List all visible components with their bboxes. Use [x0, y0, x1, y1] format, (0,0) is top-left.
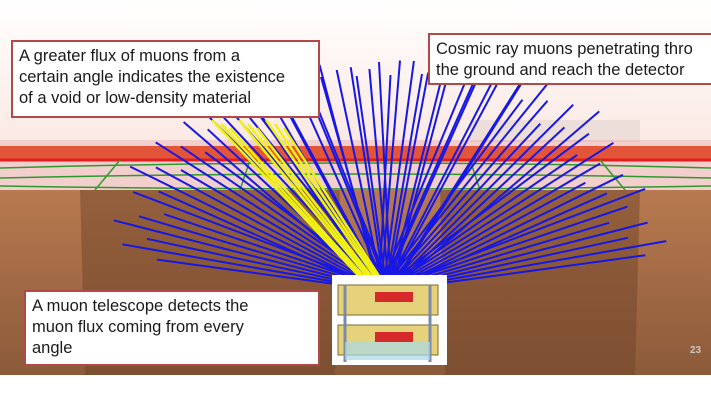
- muon-track: [378, 65, 473, 291]
- bottom-strip: [0, 375, 711, 400]
- void-callout: A greater flux of muons from a certain a…: [11, 40, 320, 118]
- muon-track: [382, 100, 549, 291]
- muon-track: [349, 67, 386, 291]
- muon-track: [180, 169, 386, 291]
- void-muon-track: [247, 123, 381, 291]
- telescope-callout: A muon telescope detects the muon flux c…: [24, 290, 320, 366]
- void-muon-track: [238, 119, 379, 291]
- muon-track: [390, 63, 452, 291]
- muon-track: [380, 154, 578, 291]
- ground-grid-lines: [0, 159, 711, 191]
- muon-track: [384, 123, 542, 291]
- muon-track: [380, 76, 554, 291]
- muon-track: [158, 190, 380, 291]
- muon-track: [388, 70, 530, 291]
- muon-telescope: [332, 275, 447, 365]
- shaft-right: [440, 190, 640, 375]
- muon-track: [155, 166, 384, 291]
- muon-track: [382, 141, 614, 291]
- void-muon-track: [273, 123, 388, 291]
- cosmic-ray-callout: Cosmic ray muons penetrating thro the gr…: [428, 33, 711, 85]
- muon-track: [386, 181, 586, 291]
- void-muon-track: [220, 123, 375, 291]
- muon-track: [386, 103, 574, 291]
- muon-track: [382, 60, 415, 291]
- void-muon-track: [264, 119, 386, 291]
- void-muon-track: [229, 127, 377, 291]
- muon-track: [384, 73, 423, 291]
- city-skyline: [470, 120, 640, 142]
- muon-track: [380, 60, 401, 291]
- void-muon-track: [256, 127, 383, 291]
- muon-track: [378, 132, 590, 291]
- muon-track: [378, 99, 524, 291]
- muon-track: [388, 126, 566, 291]
- muon-track: [355, 75, 388, 291]
- slide-number: 23: [690, 345, 702, 356]
- muon-track: [320, 76, 382, 291]
- muon-track: [378, 74, 392, 291]
- muon-track: [384, 162, 601, 291]
- void-muon-tracks: [211, 119, 390, 291]
- void-muon-track: [282, 127, 390, 291]
- muon-track: [384, 64, 502, 291]
- muon-track: [378, 187, 646, 291]
- void-muon-track: [211, 119, 373, 291]
- muon-track: [335, 69, 384, 291]
- muon-track: [382, 80, 478, 291]
- muon-track: [129, 165, 382, 291]
- muon-track: [368, 68, 390, 291]
- muon-track: [380, 78, 477, 291]
